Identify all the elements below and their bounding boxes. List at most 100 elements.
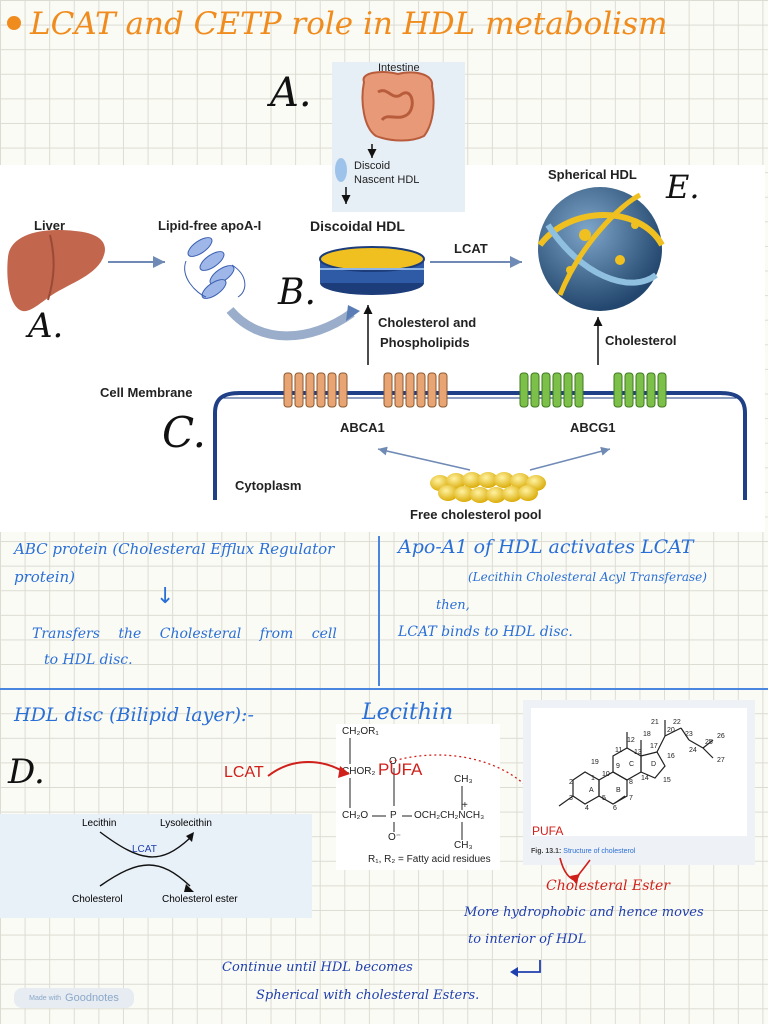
label-abca1: ABCA1 xyxy=(340,420,385,435)
lecithin-ch3-top: CH₃ xyxy=(454,774,473,785)
reaction-lcat: LCAT xyxy=(132,844,157,855)
marker-d: D. xyxy=(8,752,45,792)
svg-text:4: 4 xyxy=(585,805,589,812)
label-abcg1: ABCG1 xyxy=(570,420,616,435)
apoa1-icon xyxy=(184,237,246,299)
label-cell-membrane: Cell Membrane xyxy=(100,385,193,400)
lecithin-structure: CH₂OR₁ CHOR₂ O CH₂O P OCH₂CH₂NCH₃ + CH₃ … xyxy=(336,724,500,870)
label-spherical-hdl: Spherical HDL xyxy=(548,167,637,182)
ring-c: C xyxy=(629,761,634,768)
continue-line1: Continue until HDL becomes xyxy=(222,960,413,975)
lecithin-o-bottom: O⁻ xyxy=(388,832,402,843)
lecithin-title: Lecithin xyxy=(362,700,454,725)
svg-text:27: 27 xyxy=(717,757,725,764)
cholesterol-pool-icon xyxy=(430,472,546,503)
svg-text:26: 26 xyxy=(717,733,725,740)
svg-text:11: 11 xyxy=(615,747,622,754)
reaction-lysolecithin: Lysolecithin xyxy=(160,818,212,829)
svg-text:2: 2 xyxy=(569,779,573,786)
lecithin-r1: CH₂OR₁ xyxy=(342,726,379,737)
svg-text:25: 25 xyxy=(705,739,713,746)
lecithin-footnote: R₁, R₂ = Fatty acid residues xyxy=(368,854,491,865)
svg-text:14: 14 xyxy=(641,775,649,782)
note-right-line1: Apo-A1 of HDL activates LCAT xyxy=(398,536,694,558)
label-lipid-free-apoa1: Lipid-free apoA-I xyxy=(158,218,262,233)
svg-text:24: 24 xyxy=(689,747,697,754)
label-lcat-arrow: LCAT xyxy=(454,241,488,256)
svg-text:23: 23 xyxy=(685,731,693,738)
label-intestine: Intestine xyxy=(378,62,420,74)
note-left-line1: ABC protein (Cholesteral Efflux Regulato… xyxy=(14,540,335,558)
svg-text:6: 6 xyxy=(613,805,617,812)
reaction-ester: Cholesterol ester xyxy=(162,894,238,905)
return-arrow xyxy=(510,960,541,977)
watermark-brand: Goodnotes xyxy=(65,992,119,1004)
svg-text:17: 17 xyxy=(650,743,658,750)
lecithin-plus: + xyxy=(462,800,468,811)
section2-heading: HDL disc (Bilipid layer):- xyxy=(14,704,254,726)
svg-text:8: 8 xyxy=(629,779,633,786)
intestine-icon xyxy=(335,71,435,204)
title-bullet xyxy=(7,16,21,30)
pufa-label-lecithin: PUFA xyxy=(378,760,423,779)
note-left-arrow: ↓ xyxy=(156,584,175,609)
lcat-reaction-panel: Lecithin Lysolecithin LCAT Cholesterol C… xyxy=(0,814,312,918)
lecithin-p: P xyxy=(390,810,397,821)
note-right-line4: LCAT binds to HDL disc. xyxy=(398,624,573,640)
marker-e: E. xyxy=(666,168,700,206)
label-cholesterol: Cholesterol xyxy=(605,333,677,348)
note-left-line4: to HDL disc. xyxy=(44,652,133,668)
ring-d: D xyxy=(651,761,656,768)
more-hydrophobic-line1: More hydrophobic and hence moves xyxy=(464,905,704,920)
lecithin-ch3-bottom: CH₃ xyxy=(454,840,473,851)
liver-icon xyxy=(7,230,105,312)
svg-text:15: 15 xyxy=(663,777,671,784)
reaction-lecithin: Lecithin xyxy=(82,818,117,829)
svg-text:21: 21 xyxy=(651,719,659,726)
svg-text:20: 20 xyxy=(667,727,675,734)
marker-c: C. xyxy=(162,408,206,457)
svg-text:22: 22 xyxy=(673,719,681,726)
lecithin-bonds xyxy=(349,738,463,840)
svg-text:19: 19 xyxy=(591,759,599,766)
section-divider xyxy=(0,688,768,690)
label-nascent-hdl: Nascent HDL xyxy=(354,174,420,186)
steroid-caption-bold: Fig. 13.1: xyxy=(531,848,562,855)
continue-line2: Spherical with cholesteral Esters. xyxy=(256,988,480,1003)
ester-down-arrow xyxy=(559,857,591,884)
lecithin-r2: CHOR₂ xyxy=(342,766,376,777)
marker-a-top: A. xyxy=(270,70,312,116)
abcg1-transporter-icon xyxy=(519,372,667,408)
svg-text:3: 3 xyxy=(569,795,573,802)
more-hydrophobic-line2: to interior of HDL xyxy=(468,932,587,947)
hdl-pathway-figure: Liver Lipid-free apoA-I Discoidal HDL LC… xyxy=(0,165,765,532)
page-title: LCAT and CETP role in HDL metabolism xyxy=(30,6,668,42)
svg-text:18: 18 xyxy=(643,731,651,738)
marker-b: B. xyxy=(278,272,316,313)
svg-text:16: 16 xyxy=(667,753,675,760)
notes-divider xyxy=(378,536,380,686)
svg-text:12: 12 xyxy=(627,737,635,744)
svg-text:5: 5 xyxy=(602,795,606,802)
label-discoidal-hdl: Discoidal HDL xyxy=(310,218,405,234)
label-cytoplasm: Cytoplasm xyxy=(235,478,302,493)
label-liver: Liver xyxy=(34,218,66,233)
lcat-crossover-arrows xyxy=(99,831,194,892)
label-discoid: Discoid xyxy=(354,160,391,172)
cholesterol-ester-label: Cholesteral Ester xyxy=(546,878,670,894)
note-right-line3: then, xyxy=(436,598,470,613)
pathway-diagram xyxy=(7,187,747,503)
label-chol-phos-2: Phospholipids xyxy=(380,335,470,350)
marker-a-left: A. xyxy=(28,306,64,346)
svg-text:10: 10 xyxy=(602,771,610,778)
note-left-line3: Transfers the Cholesteral from cell xyxy=(32,626,337,642)
goodnotes-watermark: Made with Goodnotes xyxy=(14,988,134,1008)
steroid-caption-text: Structure of cholesterol xyxy=(561,848,636,855)
note-left-line2: protein) xyxy=(14,568,76,586)
pufa-label-cholesterol: PUFA xyxy=(532,824,564,838)
discoidal-hdl-icon xyxy=(319,246,425,295)
svg-text:1: 1 xyxy=(591,775,595,782)
label-free-pool: Free cholesterol pool xyxy=(410,507,542,522)
